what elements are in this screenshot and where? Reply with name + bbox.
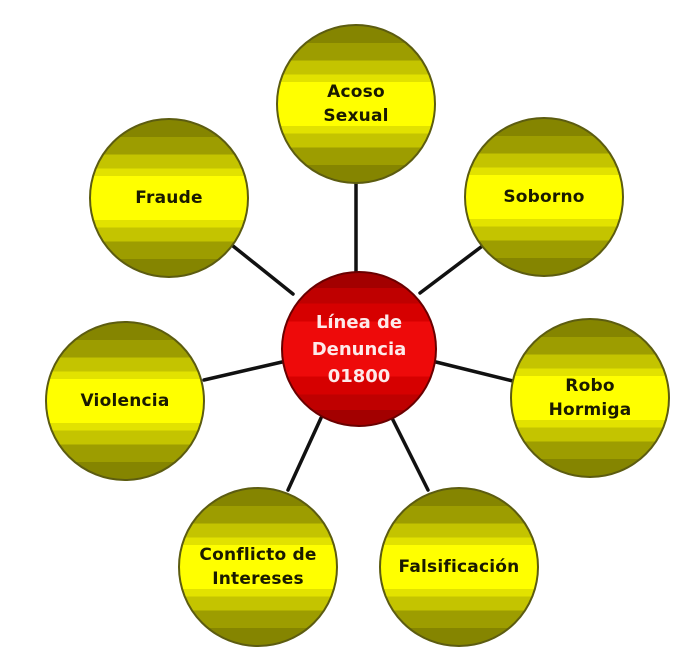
connector-falsificacion [390,416,430,492]
node-soborno: Soborno [464,117,624,277]
connector-fraude [231,244,295,296]
node-fraude: Fraude [89,118,249,278]
connector-conflicto-de-intereses [286,416,323,492]
hub-reporting-line: Línea de Denuncia 01800 [281,271,437,427]
node-robo-hormiga: Robo Hormiga [510,318,670,478]
hub-label: Línea de Denuncia 01800 [311,311,407,387]
node-label: Robo Hormiga [548,376,632,420]
connector-violencia [202,360,284,382]
node-label: Falsificación [398,557,520,577]
node-falsificacion: Falsificación [379,487,539,647]
node-conflicto-de-intereses: Conflicto de Intereses [178,487,338,647]
node-acoso-sexual: Acoso Sexual [276,24,436,184]
node-violencia: Violencia [45,321,205,481]
node-label: Soborno [503,187,585,207]
connector-robo-hormiga [434,360,515,383]
connector-soborno [418,245,483,295]
node-label: Fraude [135,188,203,208]
node-label: Conflicto de Intereses [199,545,317,589]
node-label: Acoso Sexual [323,82,389,126]
node-label: Violencia [80,391,170,411]
